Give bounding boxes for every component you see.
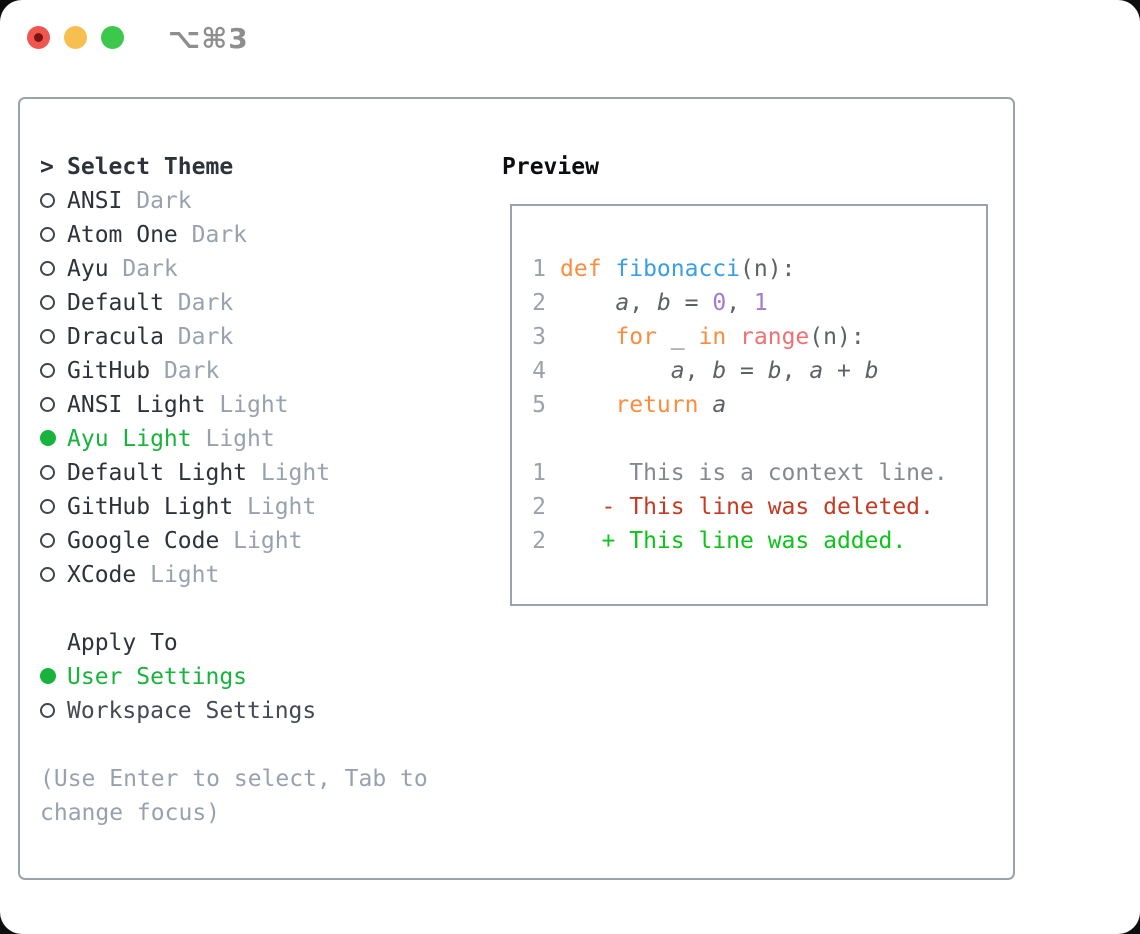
line-number (532, 422, 546, 456)
theme-option-label: XCode (67, 562, 137, 588)
code-line: 5 return a (532, 388, 986, 422)
code-line: 2 a, b = 0, 1 (532, 286, 986, 320)
theme-option-label: GitHub Light (67, 494, 234, 520)
theme-option[interactable]: XCode Light (40, 558, 480, 592)
theme-picker-title: Select Theme (67, 154, 234, 180)
line-number: 2 (532, 494, 546, 520)
line-number: 1 (532, 256, 546, 282)
radio-unselected-icon (40, 460, 67, 486)
theme-variant-label: Light (205, 392, 289, 418)
line-number: 1 (532, 460, 546, 486)
theme-option-label: Google Code (67, 528, 220, 554)
apply-to-option-label: User Settings (67, 664, 248, 690)
window-shortcut-label: ⌥⌘3 (168, 22, 249, 55)
radio-unselected-icon (40, 290, 67, 316)
radio-selected-icon (40, 664, 67, 690)
line-number: 5 (532, 392, 546, 418)
theme-picker-header: > Select Theme (40, 150, 480, 184)
theme-option[interactable]: Ayu Light Light (40, 422, 480, 456)
radio-unselected-icon (40, 188, 67, 214)
code-line: 4 a, b = b, a + b (532, 354, 986, 388)
radio-unselected-icon (40, 698, 67, 724)
theme-option[interactable]: Default Dark (40, 286, 480, 320)
zoom-button[interactable] (101, 26, 124, 49)
code-line: 3 for _ in range(n): (532, 320, 986, 354)
radio-unselected-icon (40, 392, 67, 418)
theme-variant-label: Light (219, 528, 303, 554)
code-line: 2 - This line was deleted. (532, 490, 986, 524)
theme-option[interactable]: Ayu Dark (40, 252, 480, 286)
theme-variant-label: Dark (163, 290, 234, 316)
radio-unselected-icon (40, 358, 67, 384)
theme-variant-label: Light (247, 460, 331, 486)
theme-variant-label: Dark (163, 324, 234, 350)
code-line (532, 422, 986, 456)
radio-unselected-icon (40, 494, 67, 520)
apply-to-option-label: Workspace Settings (67, 698, 317, 724)
theme-option-label: ANSI Light (67, 392, 206, 418)
theme-variant-label: Dark (177, 222, 248, 248)
line-number: 3 (532, 324, 546, 350)
radio-unselected-icon (40, 256, 67, 282)
radio-unselected-icon (40, 324, 67, 350)
radio-selected-icon (40, 426, 67, 452)
theme-option[interactable]: Atom One Dark (40, 218, 480, 252)
code-line: 2 + This line was added. (532, 524, 986, 558)
close-button[interactable] (27, 26, 50, 49)
theme-option-label: Default Light (67, 460, 248, 486)
radio-unselected-icon (40, 528, 67, 554)
minimize-button[interactable] (64, 26, 87, 49)
radio-unselected-icon (40, 222, 67, 248)
theme-variant-label: Dark (108, 256, 178, 282)
theme-option-label: Ayu Light (67, 426, 192, 452)
code-line: 1 This is a context line. (532, 456, 986, 490)
line-number: 2 (532, 290, 546, 316)
apply-to-option[interactable]: Workspace Settings (40, 694, 480, 728)
apply-to-title: Apply To (67, 630, 178, 656)
theme-variant-label: Light (233, 494, 317, 520)
theme-option-label: Default (67, 290, 164, 316)
titlebar: ⌥⌘3 (0, 0, 1140, 74)
theme-option-label: ANSI (67, 188, 123, 214)
theme-option[interactable]: Default Light Light (40, 456, 480, 490)
keyboard-hint: (Use Enter to select, Tab to change focu… (40, 766, 428, 826)
theme-option[interactable]: GitHub Light Light (40, 490, 480, 524)
radio-unselected-icon (40, 562, 67, 588)
theme-option-label: Ayu (67, 256, 109, 282)
theme-option[interactable]: GitHub Dark (40, 354, 480, 388)
theme-option[interactable]: Google Code Light (40, 524, 480, 558)
theme-option[interactable]: Dracula Dark (40, 320, 480, 354)
apply-to-option[interactable]: User Settings (40, 660, 480, 694)
theme-option-label: Dracula (67, 324, 164, 350)
theme-option-label: GitHub (67, 358, 151, 384)
line-number: 2 (532, 528, 546, 554)
theme-variant-label: Light (136, 562, 220, 588)
theme-option[interactable]: ANSI Dark (40, 184, 480, 218)
preview-title: Preview (502, 154, 599, 180)
selection-prompt-caret: > (40, 154, 54, 180)
theme-variant-label: Light (191, 426, 275, 452)
theme-option-label: Atom One (67, 222, 178, 248)
line-number: 4 (532, 358, 546, 384)
theme-variant-label: Dark (122, 188, 192, 214)
theme-variant-label: Dark (150, 358, 220, 384)
theme-option[interactable]: ANSI Light Light (40, 388, 480, 422)
